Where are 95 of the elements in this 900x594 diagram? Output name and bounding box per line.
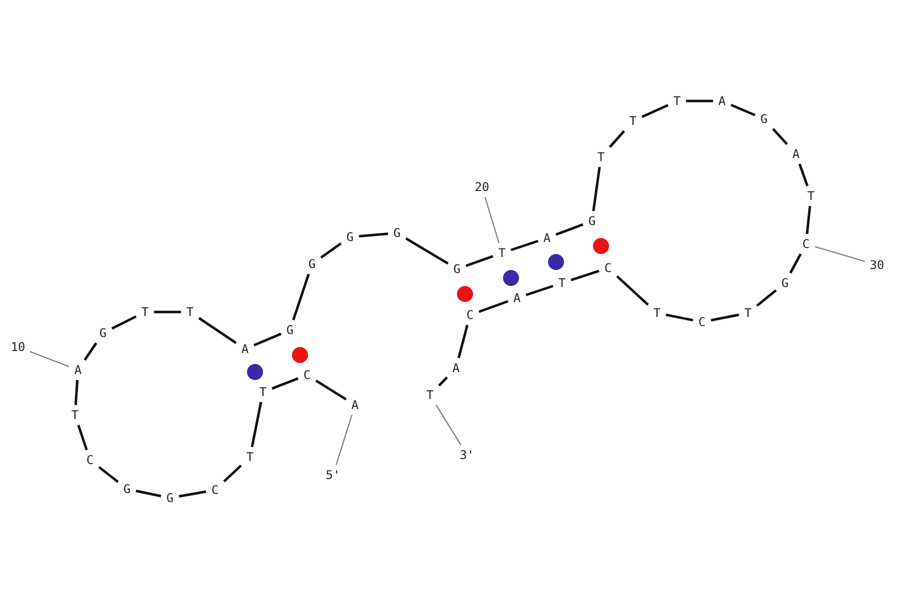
base-letter: T (424, 388, 436, 402)
backbone-line (478, 300, 508, 313)
base-letter: G (121, 482, 133, 496)
backbone-line (510, 240, 538, 252)
base-letter: G (164, 491, 176, 505)
backbone-line (466, 255, 494, 267)
base-letter: G (758, 112, 770, 126)
base-pair-dot (503, 270, 519, 286)
base-letter: G (586, 214, 598, 228)
base-pair-dot (548, 254, 564, 270)
base-letter: G (97, 326, 109, 340)
backbone-line (616, 275, 649, 306)
base-letter: G (391, 226, 403, 240)
backbone-line (457, 324, 469, 358)
position-label: 5' (324, 468, 342, 482)
backbone-line (789, 253, 802, 274)
backbone-line (315, 380, 347, 400)
base-letter: T (244, 450, 256, 464)
backbone-line (438, 376, 448, 387)
backbone-line (592, 166, 601, 212)
base-letter: C (84, 453, 96, 467)
backbone-line (666, 314, 694, 322)
backbone-line (74, 380, 79, 406)
base-letter: T (627, 114, 639, 128)
backbone-line (84, 342, 98, 361)
base-letter: T (556, 276, 568, 290)
base-letter: A (511, 291, 523, 305)
backbone-line (710, 314, 740, 322)
base-letter: G (779, 276, 791, 290)
backbone-line (405, 237, 449, 265)
backbone-line (358, 232, 388, 238)
backbone-line (608, 130, 626, 148)
base-letter: A (72, 363, 84, 377)
backbone-line (272, 377, 298, 390)
position-label: 20 (473, 180, 491, 194)
backbone-line (526, 284, 554, 296)
base-letter: A (349, 398, 361, 412)
base-letter: T (184, 305, 196, 319)
leader-line (436, 404, 462, 446)
position-label: 3' (458, 448, 476, 462)
base-letter: G (284, 323, 296, 337)
base-letter: C (464, 308, 476, 322)
base-letter: A (716, 94, 728, 108)
position-label: 30 (868, 258, 886, 272)
base-pair-dot (593, 238, 609, 254)
backbone-line (154, 310, 181, 314)
base-letter: G (451, 262, 463, 276)
base-letter: T (69, 408, 81, 422)
backbone-line (98, 466, 119, 483)
backbone-line (556, 223, 584, 236)
leader-line (336, 414, 352, 466)
backbone-line (292, 274, 310, 320)
base-letter: T (595, 150, 607, 164)
base-pair-dot (247, 364, 263, 380)
base-letter: G (344, 230, 356, 244)
backbone-line (320, 242, 342, 259)
base-letter: T (139, 305, 151, 319)
backbone-line (686, 100, 713, 102)
base-letter: T (651, 306, 663, 320)
base-letter: A (239, 342, 251, 356)
backbone-line (730, 104, 756, 116)
backbone-line (136, 490, 162, 498)
backbone-line (254, 332, 282, 346)
leader-line (30, 351, 70, 368)
backbone-line (772, 128, 788, 145)
base-letter: C (301, 368, 313, 382)
leader-line (814, 246, 866, 262)
base-letter: A (450, 361, 462, 375)
backbone-line (250, 402, 262, 448)
leader-line (484, 196, 500, 244)
base-letter: C (209, 483, 221, 497)
base-letter: A (541, 231, 553, 245)
base-letter: T (496, 246, 508, 260)
backbone-line (77, 424, 88, 450)
backbone-line (806, 206, 812, 234)
backbone-line (570, 270, 600, 282)
base-letter: T (257, 385, 269, 399)
base-letter: T (742, 306, 754, 320)
base-letter: T (805, 189, 817, 203)
backbone-line (178, 490, 206, 498)
backbone-line (798, 164, 809, 186)
position-label: 10 (9, 340, 27, 354)
base-pair-dot (457, 286, 473, 302)
base-letter: C (696, 315, 708, 329)
backbone-line (223, 464, 242, 482)
base-letter: C (800, 237, 812, 251)
backbone-line (111, 315, 137, 330)
base-letter: A (790, 147, 802, 161)
base-pair-dot (292, 347, 308, 363)
base-letter: G (306, 257, 318, 271)
backbone-line (756, 289, 777, 307)
backbone-line (641, 104, 669, 118)
base-letter: T (671, 94, 683, 108)
base-letter: C (602, 261, 614, 275)
backbone-line (198, 317, 237, 344)
